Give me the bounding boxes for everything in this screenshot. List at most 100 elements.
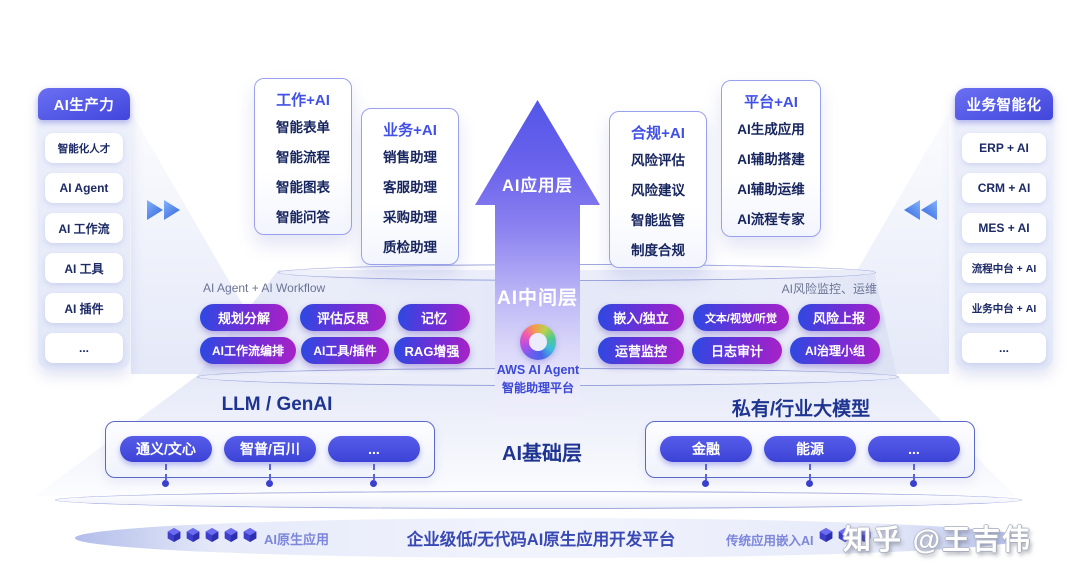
sidebar-business-intelligence-items: ERP + AI CRM + AI MES + AI 流程中台 + AI 业务中… bbox=[955, 133, 1053, 363]
card-compliance-ai: 合规+AI 风险评估 风险建议 智能监管 制度合规 bbox=[609, 111, 707, 268]
sidebar-item: 流程中台 + AI bbox=[962, 253, 1046, 283]
native-app-caption: AI原生应用 bbox=[264, 532, 330, 547]
model-pill: 金融 bbox=[660, 436, 752, 462]
capability-pill: 评估反思 bbox=[300, 304, 386, 331]
capability-pill: 记忆 bbox=[398, 304, 470, 331]
card-title: 工作+AI bbox=[276, 92, 330, 109]
foundation-layer-label: AI基础层 bbox=[502, 443, 582, 465]
left-arrows-icon bbox=[904, 200, 937, 220]
application-layer-label: AI应用层 bbox=[502, 177, 573, 195]
sidebar-item: AI 工具 bbox=[45, 253, 123, 283]
chevron-left-icon bbox=[921, 200, 937, 220]
cube-icon bbox=[186, 528, 200, 542]
sidebar-item: 智能化人才 bbox=[45, 133, 123, 163]
card-item: 智能图表 bbox=[276, 180, 330, 195]
embedded-ai-cubes bbox=[818, 527, 872, 543]
sidebar-ai-productivity-items: 智能化人才 AI Agent AI 工作流 AI 工具 AI 插件 ... bbox=[38, 133, 130, 363]
connector-dot bbox=[266, 480, 273, 487]
capability-pill: RAG增强 bbox=[394, 337, 470, 364]
capability-pill: 嵌入/独立 bbox=[598, 304, 684, 331]
agent-workflow-label: AI Agent + AI Workflow bbox=[203, 281, 326, 295]
card-item: AI辅助运维 bbox=[737, 182, 805, 197]
cube-icon bbox=[819, 528, 833, 542]
model-pill: ... bbox=[328, 436, 420, 462]
card-item: 风险评估 bbox=[631, 153, 685, 168]
sidebar-item: AI Agent bbox=[45, 173, 123, 203]
card-item: 销售助理 bbox=[383, 150, 437, 165]
card-item: AI流程专家 bbox=[737, 212, 805, 227]
card-work-ai: 工作+AI 智能表单 智能流程 智能图表 智能问答 bbox=[254, 78, 352, 235]
card-title: 业务+AI bbox=[383, 122, 437, 139]
right-arrows-icon bbox=[147, 200, 180, 220]
embedded-ai-caption: 传统应用嵌入AI bbox=[726, 534, 814, 548]
capability-pill: AI治理小组 bbox=[790, 337, 880, 364]
capability-pill: 文本/视觉/听觉 bbox=[693, 304, 789, 331]
watermark: 知乎 @王吉伟 bbox=[843, 524, 1033, 555]
connector-dot bbox=[162, 480, 169, 487]
capability-pill: 运营监控 bbox=[598, 337, 684, 364]
card-item: 制度合规 bbox=[631, 243, 685, 258]
native-app-cubes bbox=[166, 527, 258, 543]
capability-pill: AI工具/插件 bbox=[301, 337, 389, 364]
card-business-ai: 业务+AI 销售助理 客服助理 采购助理 质检助理 bbox=[361, 108, 459, 265]
card-item: 智能流程 bbox=[276, 150, 330, 165]
connector-line bbox=[913, 464, 915, 480]
model-pill: 通义/文心 bbox=[120, 436, 212, 462]
connector-dot bbox=[370, 480, 377, 487]
card-title: 合规+AI bbox=[631, 125, 685, 142]
sidebar-item: ... bbox=[962, 333, 1046, 363]
card-item: 客服助理 bbox=[383, 180, 437, 195]
cube-icon bbox=[857, 528, 871, 542]
capability-pill: AI工作流编排 bbox=[200, 337, 296, 364]
chevron-right-icon bbox=[164, 200, 180, 220]
capability-pill: 日志审计 bbox=[692, 337, 782, 364]
card-item: AI辅助搭建 bbox=[737, 152, 805, 167]
sidebar-item: MES + AI bbox=[962, 213, 1046, 243]
connector-line bbox=[809, 464, 811, 480]
sidebar-business-intelligence-title: 业务智能化 bbox=[955, 88, 1053, 120]
capability-pill: 规划分解 bbox=[200, 304, 288, 331]
sidebar-ai-productivity: AI生产力 智能化人才 AI Agent AI 工作流 AI 工具 AI 插件 … bbox=[38, 88, 130, 370]
sidebar-item: ... bbox=[45, 333, 123, 363]
foundation-platform-ellipse bbox=[55, 491, 1022, 509]
sidebar-item: AI 插件 bbox=[45, 293, 123, 323]
cube-icon bbox=[838, 528, 852, 542]
platform-banner-title: 企业级低/无代码AI原生应用开发平台 bbox=[406, 531, 676, 549]
card-item: 智能监管 bbox=[631, 213, 685, 228]
connector-line bbox=[705, 464, 707, 480]
platform-name: AWS AI Agent bbox=[496, 363, 580, 377]
capability-pill: 风险上报 bbox=[798, 304, 880, 331]
llm-genai-label: LLM / GenAI bbox=[221, 394, 333, 415]
chevron-right-icon bbox=[147, 200, 163, 220]
sidebar-item: ERP + AI bbox=[962, 133, 1046, 163]
connector-dot bbox=[702, 480, 709, 487]
sidebar-item: CRM + AI bbox=[962, 173, 1046, 203]
sidebar-item: AI 工作流 bbox=[45, 213, 123, 243]
sidebar-ai-productivity-title: AI生产力 bbox=[38, 88, 130, 120]
chevron-left-icon bbox=[904, 200, 920, 220]
private-model-label: 私有/行业大模型 bbox=[731, 399, 871, 420]
sidebar-item: 业务中台 + AI bbox=[962, 293, 1046, 323]
cube-icon bbox=[243, 528, 257, 542]
card-platform-ai: 平台+AI AI生成应用 AI辅助搭建 AI辅助运维 AI流程专家 bbox=[721, 80, 821, 237]
card-item: 智能表单 bbox=[276, 120, 330, 135]
cube-icon bbox=[167, 528, 181, 542]
aws-agent-logo-icon bbox=[520, 324, 556, 360]
card-item: AI生成应用 bbox=[737, 122, 805, 137]
connector-line bbox=[165, 464, 167, 480]
model-pill: ... bbox=[868, 436, 960, 462]
connector-line bbox=[373, 464, 375, 480]
card-item: 采购助理 bbox=[383, 210, 437, 225]
cube-icon bbox=[205, 528, 219, 542]
model-pill: 能源 bbox=[764, 436, 856, 462]
sidebar-business-intelligence: 业务智能化 ERP + AI CRM + AI MES + AI 流程中台 + … bbox=[955, 88, 1053, 370]
model-pill: 智普/百川 bbox=[224, 436, 316, 462]
card-item: 智能问答 bbox=[276, 210, 330, 225]
connector-line bbox=[269, 464, 271, 480]
card-title: 平台+AI bbox=[744, 94, 798, 111]
connector-dot bbox=[806, 480, 813, 487]
llm-genai-box: 通义/文心 智普/百川 ... bbox=[105, 421, 435, 478]
agent-capability-pills: 规划分解 评估反思 记忆 AI工作流编排 AI工具/插件 RAG增强 bbox=[200, 304, 470, 364]
cube-icon bbox=[224, 528, 238, 542]
